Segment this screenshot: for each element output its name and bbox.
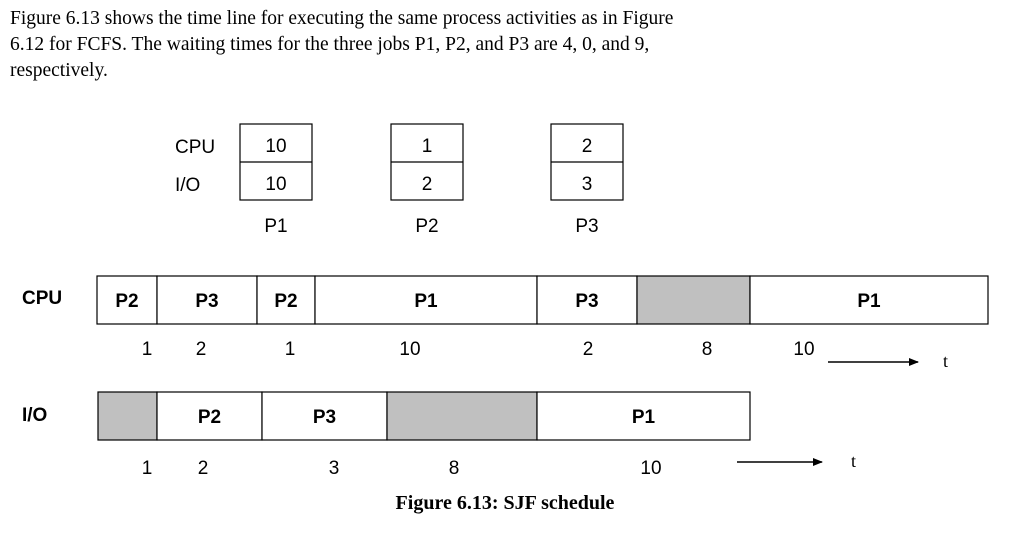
legend-io-label: I/O — [175, 175, 200, 196]
cpu-row-label: CPU — [22, 288, 62, 309]
cpu-segment-p2 — [256, 275, 316, 325]
io-duration-label: 10 — [640, 458, 661, 479]
legend-job-name: P1 — [264, 216, 287, 237]
cpu-segment-label: P1 — [414, 291, 438, 312]
io-duration-label: 1 — [142, 458, 153, 479]
cpu-duration-label: 1 — [142, 339, 153, 360]
cpu-duration-label: 8 — [702, 339, 713, 360]
legend-job-name: P2 — [415, 216, 438, 237]
legend-job-p2: 1 2P2 — [390, 123, 464, 237]
io-duration-label: 2 — [198, 458, 209, 479]
io-time-axis-label: t — [851, 451, 856, 471]
intro-paragraph: Figure 6.13 shows the time line for exec… — [10, 6, 1000, 84]
io-row-label: I/O — [22, 405, 47, 426]
cpu-duration-label: 2 — [196, 339, 207, 360]
cpu-segment-p3 — [536, 275, 638, 325]
cpu-time-axis-label: t — [943, 351, 948, 371]
cpu-segment-label: P2 — [274, 291, 297, 312]
legend-job-io-value: 2 — [422, 174, 433, 195]
cpu-duration-label: 2 — [583, 339, 594, 360]
legend-cpu-label: CPU — [175, 137, 215, 158]
cpu-segment-label: P1 — [857, 291, 881, 312]
paragraph-line-2: 6.12 for FCFS. The waiting times for the… — [10, 34, 650, 55]
cpu-segment-label: P3 — [575, 291, 598, 312]
io-idle-segment — [97, 391, 158, 441]
cpu-duration-label: 10 — [793, 339, 814, 360]
paragraph-line-3: respectively. — [10, 60, 108, 81]
cpu-segment-p1 — [314, 275, 538, 325]
cpu-segment-label: P3 — [195, 291, 218, 312]
figure-caption: Figure 6.13: SJF schedule — [395, 492, 615, 514]
cpu-duration-label: 1 — [285, 339, 296, 360]
legend-job-cpu-value: 1 — [422, 136, 433, 157]
cpu-duration-label: 10 — [399, 339, 420, 360]
io-duration-label: 8 — [449, 458, 460, 479]
io-segment-label: P1 — [632, 407, 656, 428]
io-segment-p3 — [261, 391, 388, 441]
io-segment-label: P3 — [313, 407, 336, 428]
legend-job-p3: 2 3P3 — [550, 123, 624, 237]
io-duration-label: 3 — [329, 458, 340, 479]
cpu-segment-p1 — [749, 275, 989, 325]
io-segment-p2 — [156, 391, 263, 441]
io-segment-label: P2 — [198, 407, 221, 428]
legend-job-io-value: 3 — [582, 174, 593, 195]
io-timeline: 1 P2 2 P3 3 8 P1 10 — [97, 391, 751, 479]
legend-job-name: P3 — [575, 216, 598, 237]
cpu-timeline: P2 1 P3 2 P2 1 P1 10 P3 2 8 P1 10 — [96, 275, 989, 360]
legend-job-cpu-value: 10 — [265, 136, 286, 157]
paragraph-line-1: Figure 6.13 shows the time line for exec… — [10, 8, 674, 29]
cpu-idle-segment — [636, 275, 751, 325]
legend-job-io-value: 10 — [265, 174, 286, 195]
cpu-segment-label: P2 — [115, 291, 138, 312]
io-idle-segment — [386, 391, 538, 441]
legend-job-cpu-value: 2 — [582, 136, 593, 157]
io-segment-p1 — [536, 391, 751, 441]
